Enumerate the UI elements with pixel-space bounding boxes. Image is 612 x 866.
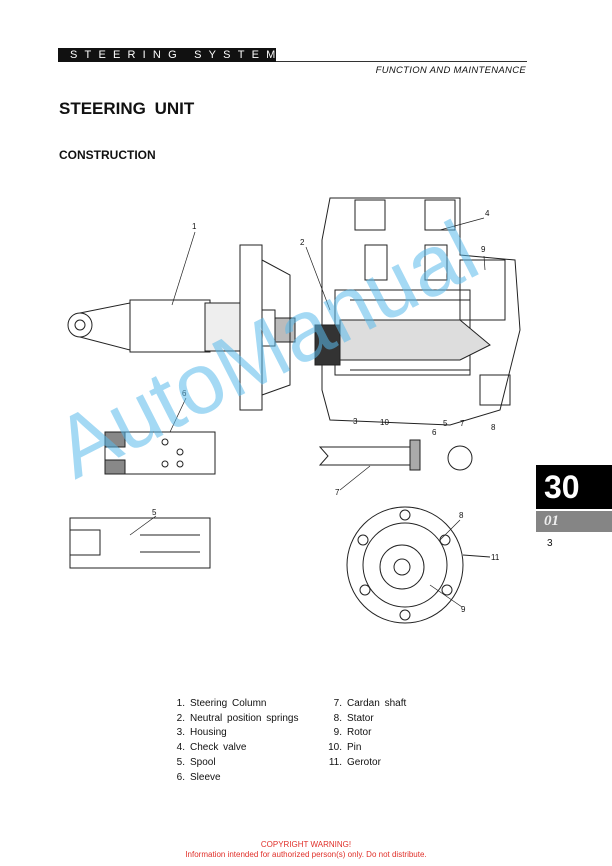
subchapter-tab: 01 <box>536 511 612 532</box>
page-number: 3 <box>547 538 553 549</box>
legend-left: 1.Steering Column 2.Neutral position spr… <box>170 697 299 785</box>
chapter-tab: 30 <box>536 465 612 509</box>
header-subtitle: FUNCTION AND MAINTENANCE <box>375 65 526 76</box>
callout-label: 2 <box>300 238 305 247</box>
legend-item: 5.Spool <box>176 756 216 768</box>
callout-label: 6 <box>182 389 187 398</box>
callout-label: 5 <box>152 508 157 517</box>
legend-item: 1.Steering Column <box>176 698 267 709</box>
callout-label: 1 <box>192 222 197 231</box>
legend-item: 6.Sleeve <box>176 771 221 783</box>
legend-item: 7.Cardan shaft <box>333 698 407 709</box>
steering-column-drawing <box>67 244 296 411</box>
legend-item: 9.Rotor <box>333 727 372 739</box>
callout-label: 11 <box>491 553 500 562</box>
copyright-notice: Information intended for authorized pers… <box>185 850 427 859</box>
callout-label: 8 <box>491 423 496 432</box>
leader-lines <box>129 217 486 608</box>
section-heading: CONSTRUCTION <box>59 148 156 162</box>
legend-item: 11.Gerotor <box>328 756 381 768</box>
callout-label: 7 <box>460 419 465 428</box>
page-title: STEERING UNIT <box>59 99 195 118</box>
callout-label: 8 <box>459 511 464 520</box>
callout-label: 9 <box>481 245 486 254</box>
legend-item: 4.Check valve <box>176 742 247 754</box>
callout-label: 4 <box>485 209 490 218</box>
legend-item: 8.Stator <box>333 712 374 724</box>
header-rule <box>276 61 527 62</box>
legend-item: 3.Housing <box>176 727 227 739</box>
callout-label: 5 <box>443 419 448 428</box>
callout-label: 7 <box>335 488 340 497</box>
gerotor-drawing <box>346 506 491 624</box>
legend-item: 2.Neutral position springs <box>176 712 299 724</box>
section-header: STEERING SYSTEM <box>58 48 276 62</box>
spool-sleeve-drawing <box>69 431 216 569</box>
callout-label: 10 <box>380 418 389 427</box>
legend-item: 10.Pin <box>328 742 362 754</box>
cardan-shaft-drawing <box>318 439 473 471</box>
legend-right: 7.Cardan shaft 8.Stator 9.Rotor 10.Pin 1… <box>327 697 406 771</box>
callout-label: 9 <box>461 605 466 614</box>
housing-drawing <box>314 197 521 426</box>
callout-label: 3 <box>353 417 358 426</box>
steering-unit-diagram <box>67 197 521 624</box>
callout-label: 6 <box>432 428 437 437</box>
copyright-warning: COPYRIGHT WARNING! <box>260 840 352 849</box>
